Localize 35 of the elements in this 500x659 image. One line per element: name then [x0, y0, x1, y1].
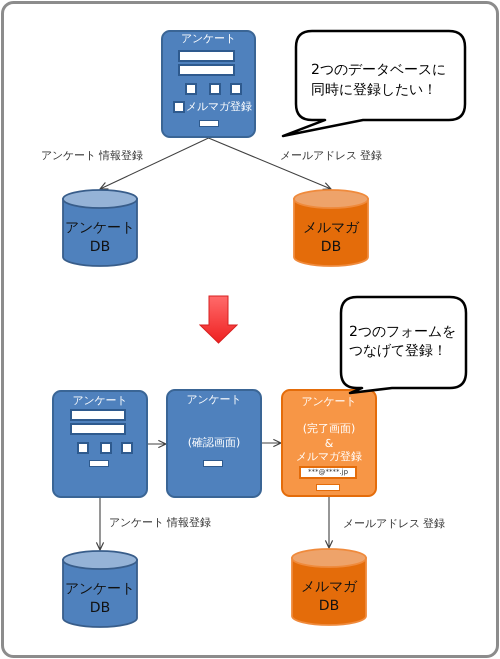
- database-cylinder: [293, 189, 369, 267]
- database-label: メルマガDB: [300, 578, 358, 616]
- screen-title: アンケート: [72, 394, 128, 408]
- screen-caption: (確認画面): [188, 436, 240, 450]
- screen-title: アンケート: [181, 32, 236, 46]
- checkbox-label: メルマガ登録: [186, 100, 252, 114]
- database-cylinder: [62, 189, 138, 267]
- bubble-text: 2つのデータベースに同時に登録したい！: [311, 61, 447, 100]
- arrow: [208, 138, 332, 190]
- speech-bubble: [338, 295, 468, 395]
- form-screen: [52, 390, 148, 498]
- database-cylinder: [291, 548, 367, 626]
- screen-caption: (完了画面): [302, 422, 356, 436]
- form-screen: [166, 389, 262, 498]
- screen-title: アンケート: [302, 395, 356, 408]
- edge-label: メールアドレス 登録: [342, 517, 446, 531]
- edge-label: アンケート 情報登録: [40, 149, 144, 163]
- screen-caption: &: [324, 437, 334, 450]
- database-cylinder: [62, 550, 138, 628]
- arrow: [262, 438, 282, 448]
- arrow: [324, 497, 334, 549]
- arrow: [99, 138, 209, 190]
- screen-caption: メルマガ登録: [296, 450, 362, 464]
- database-label: アンケートDB: [64, 580, 136, 618]
- form-screen: [161, 30, 256, 138]
- speech-bubble: [280, 29, 468, 139]
- database-label: メルマガDB: [302, 219, 360, 257]
- database-label: アンケートDB: [64, 219, 136, 257]
- bubble-text: 2つのフォームをつなげて登録！: [349, 323, 457, 361]
- edge-label: メールアドレス 登録: [278, 149, 384, 163]
- arrow: [96, 498, 104, 551]
- form-screen: [281, 389, 377, 497]
- edge-label: アンケート 情報登録: [108, 516, 212, 530]
- arrow: [148, 440, 167, 448]
- screen-title: アンケート: [186, 393, 242, 406]
